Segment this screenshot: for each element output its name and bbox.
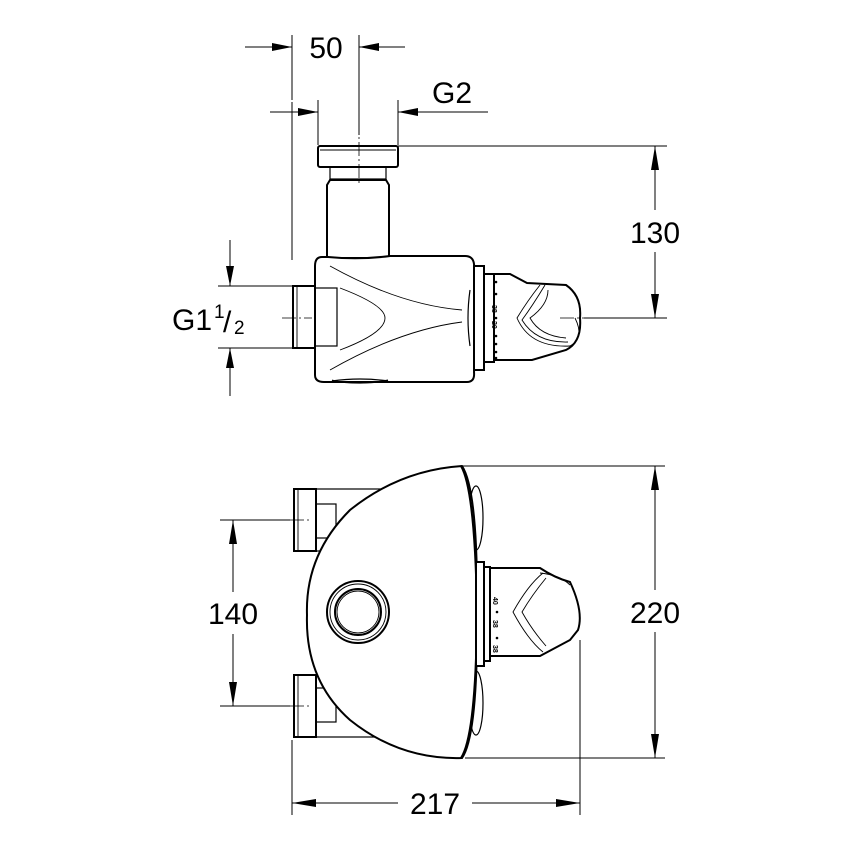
- dial-scale-front: 40 38 38: [491, 597, 499, 653]
- outlet-ring: [326, 580, 390, 644]
- dim-label-g1-sup: 1: [214, 302, 225, 323]
- svg-text:38: 38: [491, 645, 498, 653]
- svg-text:38: 38: [491, 620, 498, 628]
- dim-label-g2: G2: [432, 77, 472, 110]
- dimension-220: 220: [462, 465, 680, 759]
- dimension-130: 130: [398, 145, 680, 319]
- dim-label-g1-sub: 2: [234, 318, 245, 339]
- dimension-50: 50: [245, 32, 405, 135]
- dim-label-217: 217: [410, 788, 460, 821]
- dimension-217: 217: [291, 640, 581, 821]
- front-view: 40 38 38 140 220: [208, 464, 680, 821]
- side-view: 50 G2 130: [172, 32, 680, 396]
- dim-label-g1-slash: /: [223, 306, 232, 339]
- dim-label-140: 140: [208, 598, 258, 631]
- svg-text:38: 38: [490, 305, 497, 313]
- dimension-g1-half: G1 1 / 2: [172, 240, 300, 396]
- dim-label-130: 130: [630, 217, 680, 250]
- svg-text:20: 20: [490, 321, 497, 329]
- thermostat-handle-side: 38 20: [467, 265, 590, 371]
- dimension-140: 140: [208, 519, 310, 707]
- valve-body: [314, 255, 478, 384]
- dimension-g2: G2: [270, 77, 488, 260]
- dim-label-50: 50: [309, 32, 342, 65]
- dim-label-220: 220: [630, 597, 680, 630]
- dial-scale-side: 38 20: [490, 280, 498, 360]
- svg-text:40: 40: [491, 597, 498, 605]
- dim-label-g1: G1: [172, 304, 212, 337]
- thermostat-handle-front: 40 38 38: [475, 561, 581, 667]
- outlet-fitting: [317, 120, 399, 259]
- inlet-fitting: [282, 285, 338, 349]
